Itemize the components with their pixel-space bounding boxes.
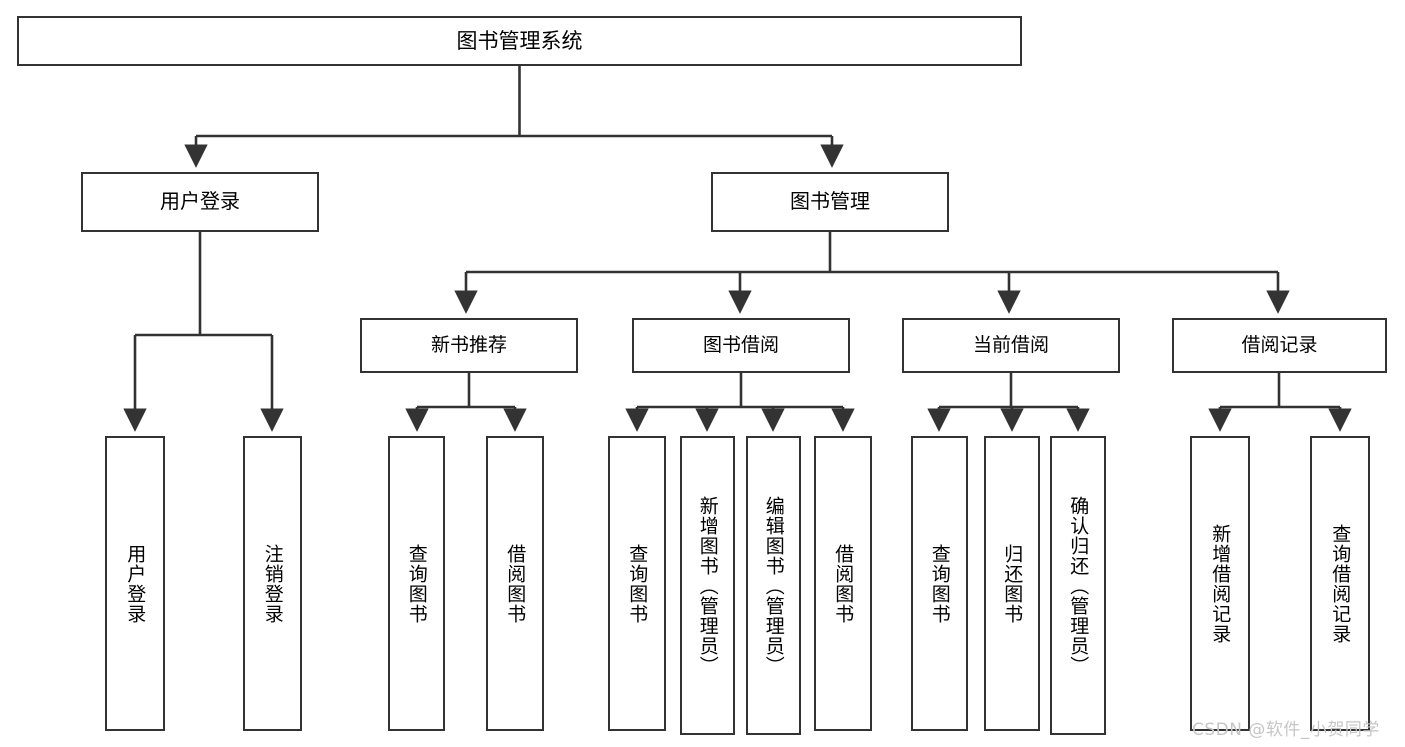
node-label: 查询借阅记录	[1329, 523, 1352, 644]
node-label: 查询图书	[928, 543, 951, 624]
node-level2-1[interactable]: 图书借阅	[632, 318, 850, 373]
csdn-watermark: CSDN @软件_小贺同学	[1192, 720, 1380, 740]
node-label: 借阅图书	[832, 543, 855, 624]
node-leaf-8[interactable]: 查询图书	[911, 436, 968, 731]
node-label: 图书借阅	[702, 334, 779, 357]
node-level2-3[interactable]: 借阅记录	[1172, 318, 1387, 373]
node-label: 图书管理系统	[456, 28, 583, 53]
node-level2-0[interactable]: 新书推荐	[360, 318, 578, 373]
node-leaf-1[interactable]: 注销登录	[243, 436, 302, 731]
node-leaf-2[interactable]: 查询图书	[388, 436, 445, 731]
node-label: 查询图书	[626, 543, 649, 624]
node-label: 当前借阅	[972, 334, 1049, 357]
node-label: 图书管理	[790, 189, 870, 214]
node-label: 查询图书	[405, 543, 428, 624]
node-label: 新增借阅记录	[1209, 523, 1232, 644]
node-leaf-0[interactable]: 用户登录	[105, 436, 165, 731]
node-level1-1[interactable]: 图书管理	[711, 172, 949, 232]
node-label: 确认归还（管理员）	[1067, 495, 1090, 676]
node-level1-0[interactable]: 用户登录	[81, 172, 319, 232]
node-label: 新增图书（管理员）	[696, 495, 719, 676]
node-leaf-12[interactable]: 查询借阅记录	[1310, 436, 1370, 731]
node-label: 用户登录	[160, 189, 240, 214]
node-leaf-4[interactable]: 查询图书	[608, 436, 666, 731]
node-label: 新书推荐	[430, 334, 507, 357]
node-leaf-10[interactable]: 确认归还（管理员）	[1050, 436, 1106, 735]
node-leaf-11[interactable]: 新增借阅记录	[1190, 436, 1250, 731]
node-label: 编辑图书（管理员）	[762, 495, 785, 676]
node-label: 归还图书	[1001, 543, 1024, 624]
node-label: 借阅图书	[504, 543, 527, 624]
node-label: 用户登录	[124, 543, 147, 624]
node-level2-2[interactable]: 当前借阅	[902, 318, 1120, 373]
node-leaf-7[interactable]: 借阅图书	[814, 436, 872, 731]
node-leaf-6[interactable]: 编辑图书（管理员）	[746, 436, 801, 735]
node-root-system[interactable]: 图书管理系统	[17, 16, 1022, 66]
node-label: 借阅记录	[1241, 334, 1318, 357]
node-label: 注销登录	[261, 543, 284, 624]
node-leaf-5[interactable]: 新增图书（管理员）	[680, 436, 735, 735]
node-leaf-9[interactable]: 归还图书	[984, 436, 1040, 731]
node-leaf-3[interactable]: 借阅图书	[486, 436, 544, 731]
